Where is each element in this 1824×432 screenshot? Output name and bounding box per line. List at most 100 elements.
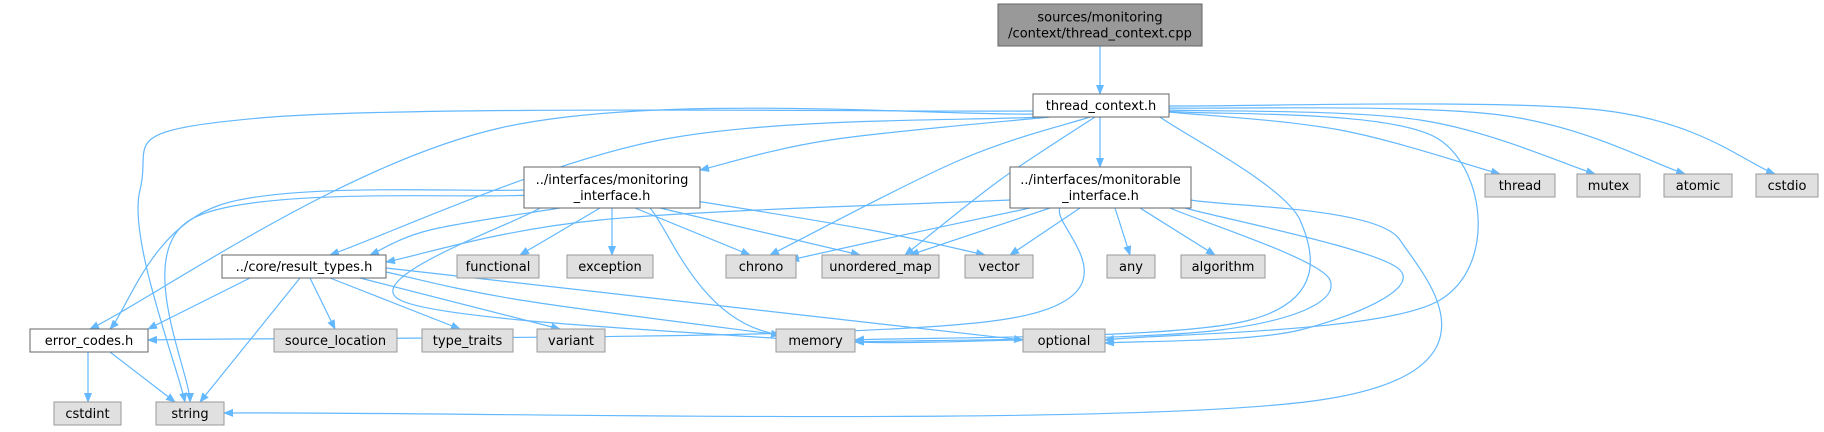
node-string: string [155,401,225,426]
node-box-root [997,3,1203,47]
node-label-monitorable_interface-line-1: _interface.h [1061,189,1139,204]
node-label-optional: optional [1038,334,1091,349]
node-label-error_codes: error_codes.h [45,334,133,349]
node-box-exception [566,254,654,279]
edge-result_types-to-source_location [309,277,336,330]
node-cstdio: cstdio [1755,173,1819,198]
node-error_codes[interactable]: error_codes.h [29,328,149,353]
node-label-cstdint: cstdint [65,407,109,422]
edge-thread_context-to-result_types [329,116,1041,256]
node-label-functional: functional [466,260,531,275]
node-box-monitorable_interface [1009,166,1192,209]
node-label-atomic: atomic [1676,179,1720,194]
node-atomic: atomic [1663,173,1733,198]
edge-thread_context-to-error_codes [89,107,1036,330]
node-box-error_codes [29,328,149,353]
node-box-type_traits [421,328,514,353]
node-label-thread: thread [1499,179,1542,194]
edge-monitorable_interface-to-chrono [789,207,1031,262]
edge-thread_context-to-string [137,109,1034,403]
node-functional: functional [456,254,540,279]
edge-result_types-to-type_traits [329,277,461,330]
node-label-memory: memory [788,334,843,349]
edge-monitoring_interface-to-string [164,194,531,403]
edge-thread_context-to-optional [1104,110,1479,343]
node-label-unordered_map: unordered_map [829,260,932,275]
edge-monitorable_interface-to-any [1114,207,1132,256]
edge-thread_context-to-mutex [1168,109,1596,176]
node-box-unordered_map [821,254,940,279]
node-monitorable_interface[interactable]: ../interfaces/monitorable_interface.h [1009,166,1192,209]
edge-monitorable_interface-to-memory [854,207,1332,346]
edge-monitoring_interface-to-error_codes [109,189,525,330]
node-type_traits: type_traits [421,328,514,353]
node-box-result_types [221,254,387,279]
node-label-algorithm: algorithm [1192,260,1255,275]
edge-monitorable_interface-to-result_types [385,199,1011,265]
edge-thread_context-to-cstdio [1168,103,1776,175]
node-result_types[interactable]: ../core/result_types.h [221,254,387,279]
node-label-result_types: ../core/result_types.h [236,260,373,275]
node-monitoring_interface[interactable]: ../interfaces/monitoring_interface.h [523,166,701,209]
edge-monitoring_interface-to-memory [392,207,796,344]
node-cstdint: cstdint [53,401,122,426]
node-box-thread_context [1032,93,1170,118]
node-vector: vector [964,254,1034,279]
node-root[interactable]: sources/monitoring/context/thread_contex… [997,3,1203,47]
node-label-exception: exception [578,260,642,275]
edge-result_types-to-variant [359,277,561,331]
node-box-atomic [1663,173,1733,198]
edge-monitorable_interface-to-string [223,199,1443,418]
edge-monitoring_interface-to-unordered_map [659,207,861,257]
node-label-monitorable_interface-line-0: ../interfaces/monitorable [1020,173,1180,188]
node-box-algorithm [1180,254,1266,279]
node-thread: thread [1484,173,1556,198]
node-any: any [1106,254,1156,279]
edge-thread_context-to-thread [1168,111,1501,176]
node-memory: memory [775,328,856,353]
edge-monitoring_interface-to-optional [649,207,1041,344]
edge-monitoring_interface-to-functional [519,207,601,256]
edge-monitorable_interface-to-algorithm [1139,207,1216,256]
node-label-any: any [1119,260,1143,275]
node-label-monitoring_interface-line-1: _interface.h [573,189,651,204]
node-source_location: source_location [273,328,398,353]
node-box-mutex [1576,173,1641,198]
node-box-functional [456,254,540,279]
node-label-cstdio: cstdio [1768,179,1807,194]
node-label-monitoring_interface-line-0: ../interfaces/monitoring [536,173,689,188]
edge-result_types-to-optional [385,267,1024,343]
node-label-root-line-0: sources/monitoring [1037,11,1162,26]
edge-error_codes-to-string [109,351,176,403]
edge-monitorable_interface-to-optional [1104,207,1404,347]
node-box-optional [1022,328,1106,353]
node-box-cstdint [53,401,122,426]
node-box-monitoring_interface [523,166,701,209]
edge-thread_context-to-memory [854,116,1311,344]
node-label-source_location: source_location [285,334,386,349]
node-chrono: chrono [725,254,797,279]
node-label-thread_context: thread_context.h [1046,99,1156,114]
edge-monitorable_interface-to-vector [1009,207,1081,256]
edge-thread_context-to-monitoring_interface [699,116,1051,172]
node-unordered_map: unordered_map [821,254,940,279]
edge-result_types-to-memory [385,271,781,338]
node-mutex: mutex [1576,173,1641,198]
node-box-memory [775,328,856,353]
node-box-any [1106,254,1156,279]
node-optional: optional [1022,328,1106,353]
node-label-string: string [171,407,208,422]
node-thread_context[interactable]: thread_context.h [1032,93,1170,118]
node-box-variant [536,328,606,353]
edge-result_types-to-string [199,277,301,403]
edge-monitoring_interface-to-vector [689,199,986,257]
node-box-string [155,401,225,426]
node-exception: exception [566,254,654,279]
node-box-thread [1484,173,1556,198]
edge-monitorable_interface-to-unordered_map [909,207,1051,256]
node-algorithm: algorithm [1180,254,1266,279]
node-label-root-line-1: /context/thread_context.cpp [1008,27,1192,42]
node-box-vector [964,254,1034,279]
edge-thread_context-to-unordered_map [904,116,1096,256]
